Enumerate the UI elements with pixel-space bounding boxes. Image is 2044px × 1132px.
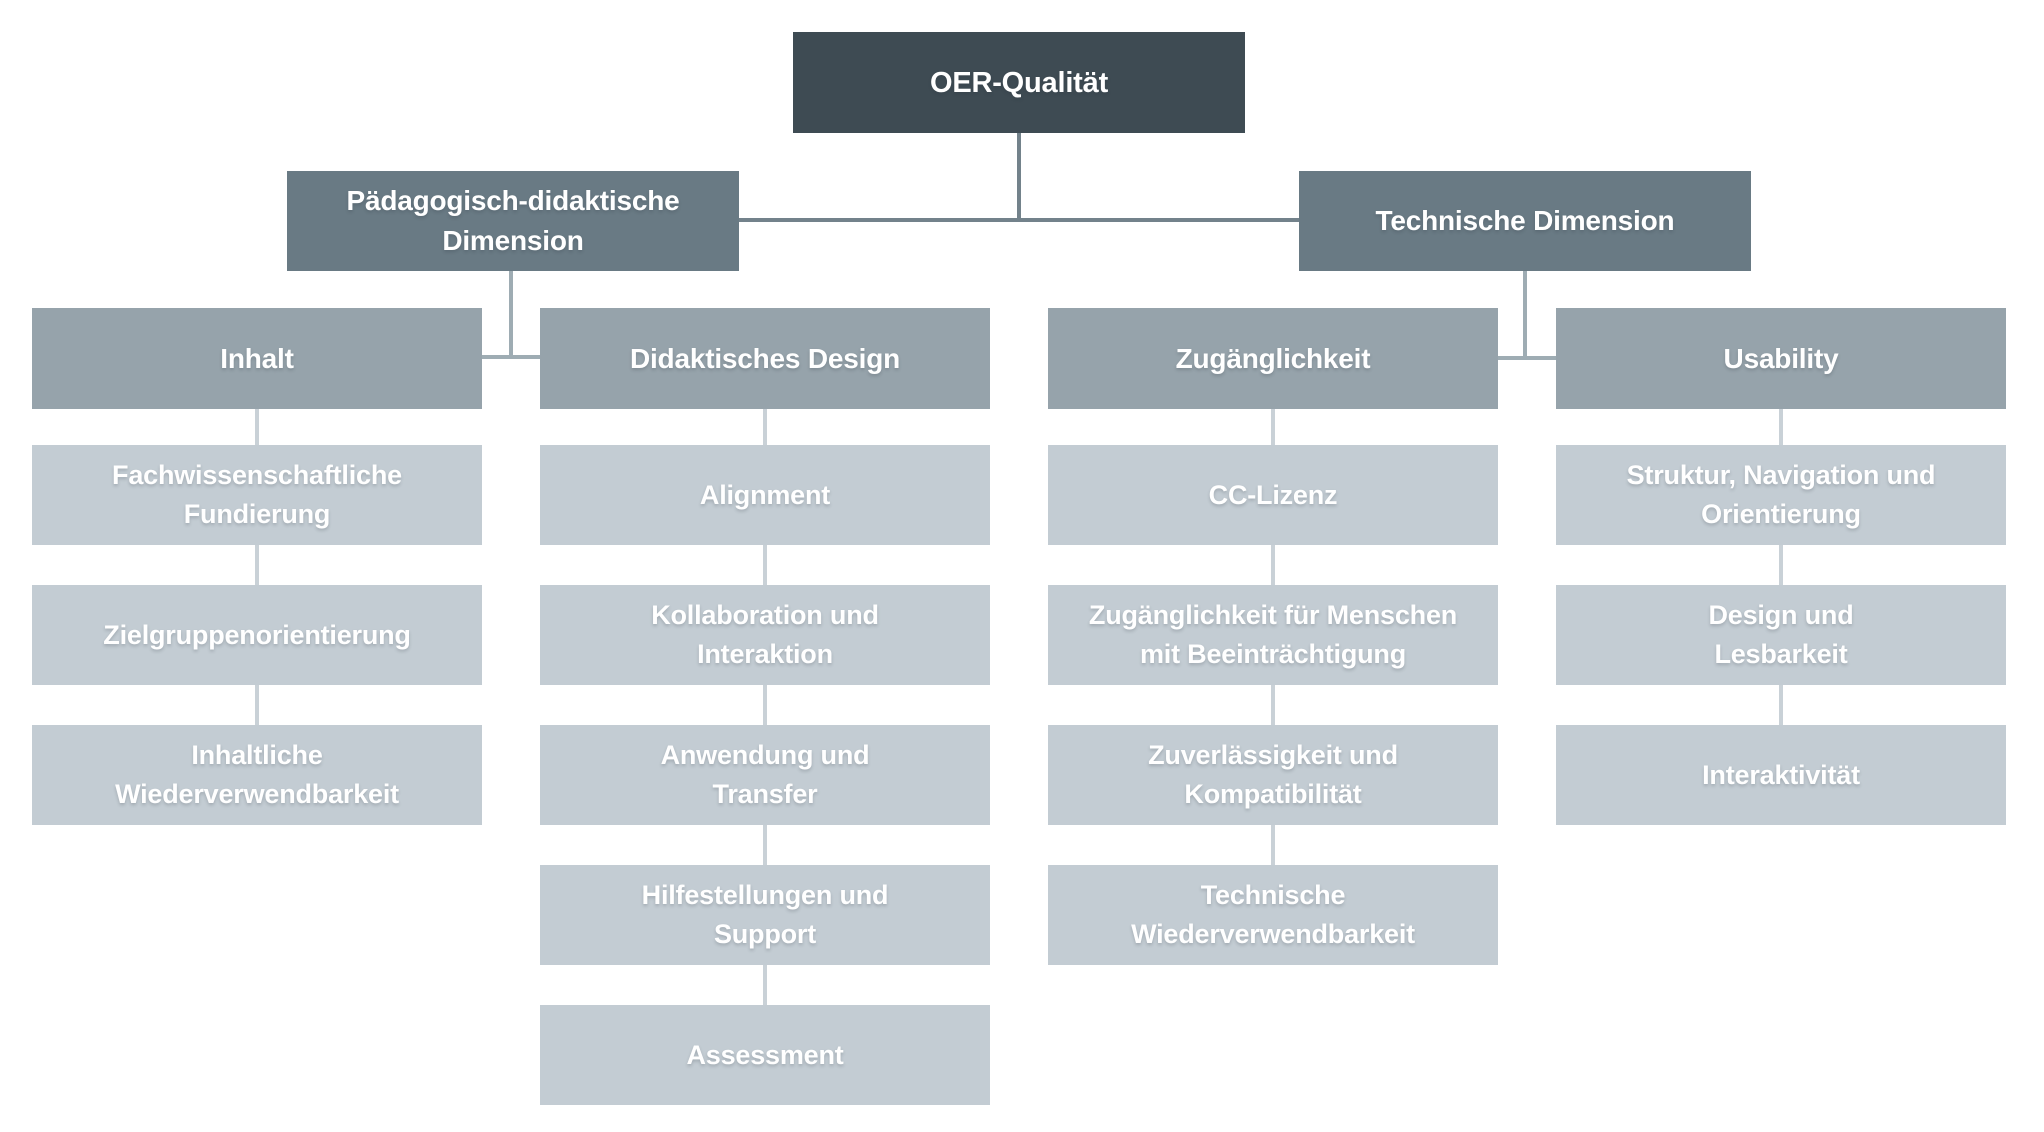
- connector-paedagogisch-vertical: [509, 271, 513, 359]
- category-didaktisches-design-label: Didaktisches Design: [629, 342, 901, 374]
- leaf-assessment: Assessment: [540, 1005, 990, 1105]
- connector-col1-gap1: [255, 409, 259, 445]
- connector-col2-gap2: [763, 545, 767, 585]
- category-zugaenglichkeit-label: Zugänglichkeit: [1175, 342, 1371, 374]
- connector-col4-gap1: [1779, 409, 1783, 445]
- leaf-inhaltliche-wiederverwendbarkeit: Inhaltliche Wiederverwendbarkeit: [32, 725, 482, 825]
- connector-root-vertical: [1017, 133, 1021, 222]
- dimension-box-paedagogisch-didaktisch: Pädagogisch-didaktische Dimension: [287, 171, 739, 271]
- category-box-didaktisches-design: Didaktisches Design: [540, 308, 990, 409]
- connector-dimensions-horizontal: [739, 218, 1299, 222]
- leaf-zugaenglichkeit-fuer-menschen: Zugänglichkeit für Menschen mit Beeinträ…: [1048, 585, 1498, 685]
- leaf-design-und-lesbarkeit: Design und Lesbarkeit: [1556, 585, 2006, 685]
- connector-col3-gap3: [1271, 685, 1275, 725]
- leaf-zuverlaessigkeit-und-kompatibilitaet: Zuverlässigkeit und Kompatibilität: [1048, 725, 1498, 825]
- dimension-paedagogisch-label: Pädagogisch-didaktische Dimension: [346, 185, 680, 256]
- leaf-label: Inhaltliche Wiederverwendbarkeit: [115, 740, 399, 809]
- leaf-technische-wiederverwendbarkeit: Technische Wiederverwendbarkeit: [1048, 865, 1498, 965]
- leaf-label: Zielgruppenorientierung: [103, 619, 411, 650]
- leaf-cc-lizenz: CC-Lizenz: [1048, 445, 1498, 545]
- connector-col3-gap2: [1271, 545, 1275, 585]
- connector-col1-gap3: [255, 685, 259, 725]
- connector-technisch-vertical: [1523, 271, 1527, 360]
- leaf-struktur-navigation-orientierung: Struktur, Navigation und Orientierung: [1556, 445, 2006, 545]
- root-label: OER-Qualität: [929, 66, 1109, 99]
- category-box-inhalt: Inhalt: [32, 308, 482, 409]
- leaf-hilfestellungen-und-support: Hilfestellungen und Support: [540, 865, 990, 965]
- leaf-label: Anwendung und Transfer: [660, 740, 870, 809]
- leaf-label: Struktur, Navigation und Orientierung: [1626, 460, 1936, 529]
- connector-col2-gap4: [763, 825, 767, 865]
- leaf-label: Alignment: [699, 479, 831, 510]
- category-box-zugaenglichkeit: Zugänglichkeit: [1048, 308, 1498, 409]
- root-box-oer-qualitaet: OER-Qualität: [793, 32, 1245, 133]
- connector-col4-gap2: [1779, 545, 1783, 585]
- leaf-anwendung-und-transfer: Anwendung und Transfer: [540, 725, 990, 825]
- connector-col2-gap1: [763, 409, 767, 445]
- leaf-alignment: Alignment: [540, 445, 990, 545]
- leaf-kollaboration-und-interaktion: Kollaboration und Interaktion: [540, 585, 990, 685]
- leaf-label: Kollaboration und Interaktion: [651, 600, 879, 669]
- connector-col3-gap1: [1271, 409, 1275, 445]
- leaf-label: Design und Lesbarkeit: [1708, 600, 1854, 669]
- leaf-label: Technische Wiederverwendbarkeit: [1131, 880, 1415, 949]
- leaf-label: Fachwissenschaftliche Fundierung: [112, 460, 402, 529]
- connector-col3-gap4: [1271, 825, 1275, 865]
- category-inhalt-label: Inhalt: [220, 342, 294, 374]
- leaf-label: CC-Lizenz: [1208, 479, 1338, 510]
- leaf-label: Interaktivität: [1702, 759, 1860, 790]
- category-box-usability: Usability: [1556, 308, 2006, 409]
- connector-col2-gap3: [763, 685, 767, 725]
- dimension-box-technisch: Technische Dimension: [1299, 171, 1751, 271]
- connector-col1-gap2: [255, 545, 259, 585]
- connector-col2-gap5: [763, 965, 767, 1005]
- leaf-label: Hilfestellungen und Support: [641, 880, 889, 949]
- dimension-technisch-label: Technische Dimension: [1375, 205, 1675, 236]
- leaf-interaktivitaet: Interaktivität: [1556, 725, 2006, 825]
- connector-col4-gap3: [1779, 685, 1783, 725]
- leaf-label: Zuverlässigkeit und Kompatibilität: [1148, 740, 1398, 809]
- leaf-label: Assessment: [686, 1039, 844, 1070]
- category-usability-label: Usability: [1723, 342, 1839, 374]
- leaf-zielgruppenorientierung: Zielgruppenorientierung: [32, 585, 482, 685]
- connector-technisch-horizontal: [1498, 356, 1556, 360]
- connector-paedagogisch-horizontal: [482, 355, 540, 359]
- leaf-label: Zugänglichkeit für Menschen mit Beeinträ…: [1088, 600, 1458, 669]
- leaf-fachwissenschaftliche-fundierung: Fachwissenschaftliche Fundierung: [32, 445, 482, 545]
